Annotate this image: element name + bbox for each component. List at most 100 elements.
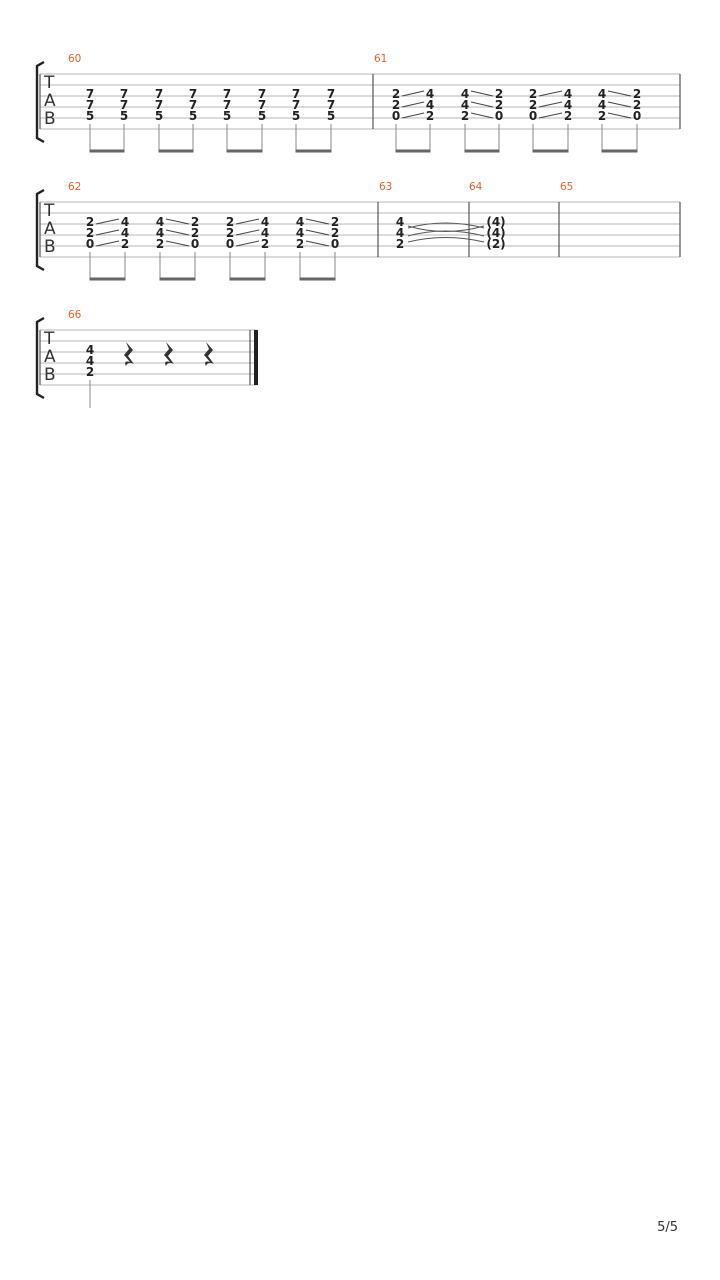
chord: 2 2 0: [633, 87, 641, 123]
fret-number: 2: [633, 98, 641, 112]
tab-clef-t: T: [43, 329, 55, 349]
tab-clef-b: B: [44, 237, 56, 257]
fret-number: 4: [461, 87, 469, 101]
chord: 4 4 2: [261, 215, 269, 251]
tab-clef-b: B: [44, 109, 56, 129]
fret-number: 7: [155, 98, 163, 112]
tab-clef-t: T: [43, 73, 55, 93]
rhythm-beams: [89, 124, 332, 153]
chord: 2 2 0: [529, 87, 537, 123]
fret-number: 4: [261, 215, 269, 229]
slide-lines: [95, 218, 330, 247]
chord: 4 4 2: [86, 343, 94, 379]
tab-system-1: T A B 60 61 7 7 5 7 7 5 7 7 5 7 7: [35, 53, 681, 153]
page-number: 5/5: [657, 1220, 678, 1235]
measure-63: 4 4 2: [396, 215, 485, 251]
chord: 7 7 5: [86, 87, 94, 123]
chord: 2 2 0: [191, 215, 199, 251]
fret-number: 2: [392, 98, 400, 112]
measure-number: 65: [560, 181, 573, 193]
fret-number: 4: [296, 226, 304, 240]
measure-60: 7 7 5 7 7 5 7 7 5 7 7 5 7 7 5: [86, 87, 335, 153]
fret-number: 7: [292, 87, 300, 101]
tie-lines: [407, 222, 485, 243]
fret-number: 4: [564, 87, 572, 101]
fret-number: 5: [189, 109, 197, 123]
staff-lines: [40, 329, 257, 386]
chord: 2 2 0: [495, 87, 503, 123]
fret-number: 2: [564, 109, 572, 123]
measure-64: (4) (4) (2): [486, 215, 505, 251]
fret-number: 2: [86, 226, 94, 240]
fret-number: 7: [86, 87, 94, 101]
fret-number: 2: [495, 87, 503, 101]
fret-number: 0: [86, 237, 94, 251]
fret-number: 2: [331, 226, 339, 240]
fret-number: 4: [86, 343, 94, 357]
fret-number: (2): [486, 237, 505, 251]
fret-number: 7: [189, 98, 197, 112]
fret-number: 7: [120, 98, 128, 112]
fret-number: 5: [327, 109, 335, 123]
fret-number: 4: [426, 98, 434, 112]
fret-number: 2: [86, 365, 94, 379]
slide-lines: [401, 90, 632, 119]
measure-number: 62: [68, 181, 81, 193]
chord: 4 4 2: [564, 87, 572, 123]
system-bracket: [35, 60, 45, 144]
fret-number: 5: [120, 109, 128, 123]
fret-number: 2: [392, 87, 400, 101]
fret-number: 2: [529, 87, 537, 101]
fret-number: 0: [495, 109, 503, 123]
fret-number: 0: [331, 237, 339, 251]
fret-number: 2: [426, 109, 434, 123]
chord: 4 4 2: [156, 215, 164, 251]
measure-number: 61: [374, 53, 387, 65]
system-bracket: [35, 188, 45, 272]
fret-number: 4: [396, 226, 404, 240]
chord: 4 4 2: [598, 87, 606, 123]
fret-number: 4: [121, 215, 129, 229]
quarter-rest-icon: [204, 342, 214, 366]
fret-number: 4: [426, 87, 434, 101]
fret-number: 4: [156, 215, 164, 229]
rhythm-beams: [89, 252, 336, 281]
fret-number: 7: [189, 87, 197, 101]
fret-number: 2: [226, 215, 234, 229]
fret-number: (4): [486, 226, 505, 240]
tab-system-3: T A B 66 4 4 2: [35, 309, 258, 408]
chord: 4 4 2: [461, 87, 469, 123]
fret-number: 5: [258, 109, 266, 123]
fret-number: 2: [191, 226, 199, 240]
tab-clef-a: A: [44, 347, 56, 367]
measure-number: 60: [68, 53, 81, 65]
final-barline-thick: [254, 330, 258, 385]
chord: 2 2 0: [86, 215, 94, 251]
fret-number: 4: [598, 98, 606, 112]
measure-number: 63: [379, 181, 392, 193]
fret-number: 0: [191, 237, 199, 251]
fret-number: 4: [461, 98, 469, 112]
fret-number: 0: [633, 109, 641, 123]
chord: 7 7 5: [120, 87, 128, 123]
fret-number: 7: [292, 98, 300, 112]
chord: 2 2 0: [226, 215, 234, 251]
chord: 7 7 5: [258, 87, 266, 123]
tab-clef-b: B: [44, 365, 56, 385]
fret-number: 2: [633, 87, 641, 101]
tab-system-2: T A B 62 63 64 65 2 2 0 4 4 2 4 4 2: [35, 181, 681, 281]
chord: 7 7 5: [223, 87, 231, 123]
chord: 7 7 5: [327, 87, 335, 123]
measure-66: 4 4 2: [86, 342, 214, 408]
fret-number: 2: [86, 215, 94, 229]
quarter-rest-icon: [164, 342, 174, 366]
fret-number: 4: [598, 87, 606, 101]
chord: 4 4 2: [426, 87, 434, 123]
fret-number: 0: [529, 109, 537, 123]
tab-clef-a: A: [44, 91, 56, 111]
system-bracket: [35, 316, 45, 400]
fret-number: 7: [120, 87, 128, 101]
staff-lines: [40, 201, 680, 258]
fret-number: 0: [226, 237, 234, 251]
